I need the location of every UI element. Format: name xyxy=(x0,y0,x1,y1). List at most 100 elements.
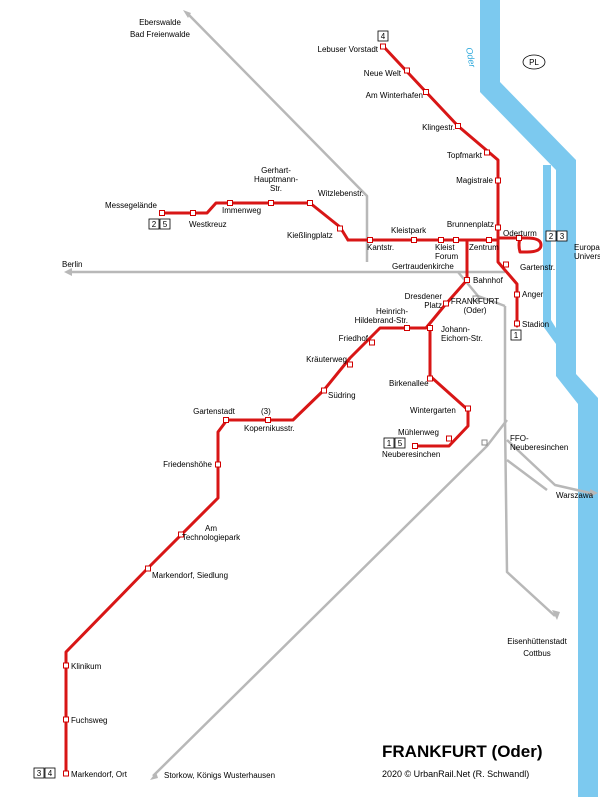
line-number-messe-2: 2 xyxy=(152,220,157,229)
line-number-stadion-1: 1 xyxy=(514,331,519,340)
station-label-markendorf-ort: Markendorf, Ort xyxy=(71,770,128,779)
rail-main-south xyxy=(503,306,556,617)
station-label-neuberesinchen: Neuberesinchen xyxy=(382,450,440,459)
arrow-southwest xyxy=(150,772,158,780)
station-label-markendorf-siedlung: Markendorf, Siedlung xyxy=(152,571,228,580)
station-label-friedhof: Friedhof xyxy=(339,334,369,343)
station-label-neue-welt: Neue Welt xyxy=(364,69,402,78)
station-label-m-hlenweg: Mühlenweg xyxy=(398,428,439,437)
station-kraeuterweg xyxy=(347,361,353,368)
tram-network xyxy=(64,44,543,777)
rail-station-frankfurt-label: FRANKFURT(Oder) xyxy=(451,297,499,315)
station-westkreuz xyxy=(190,210,196,216)
line-box-messe-2 xyxy=(148,218,160,230)
railway-network xyxy=(64,10,598,780)
station-magistrale xyxy=(495,177,501,184)
station-am-winterhafen xyxy=(423,89,429,95)
station-label-anger: Anger xyxy=(522,290,544,299)
tram-center-south xyxy=(64,238,469,777)
rail-dest-southwest: Storkow, Königs Wusterhausen xyxy=(164,771,275,780)
station-label-gertraudenkirche: Gertraudenkirche xyxy=(392,262,454,271)
station-label-immenweg: Immenweg xyxy=(222,206,261,215)
station-label-lebuser-vorstadt: Lebuser Vorstadt xyxy=(318,45,379,54)
station-klingestr xyxy=(455,123,461,129)
station-label-fuchsweg: Fuchsweg xyxy=(71,716,107,725)
station-label-gerhart-hauptmann-str: Gerhart-Hauptmann-Str. xyxy=(254,166,298,193)
line-number-europa-3: 3 xyxy=(560,232,565,241)
station-gartenstr xyxy=(503,261,509,268)
line-box-neuberesinchen-1 xyxy=(383,437,395,449)
station-label-europa-universit-t: Europa-Universität xyxy=(574,243,600,261)
station-messegelaende xyxy=(159,210,165,216)
station-johann-eichorn xyxy=(427,325,433,331)
station-label-klingestr: Klingestr. xyxy=(422,123,455,132)
station-oderturm xyxy=(516,235,522,241)
line-number-neuberesinchen-1: 1 xyxy=(387,439,392,448)
station-muehlenweg xyxy=(446,435,452,442)
line-note-3: (3) xyxy=(261,407,271,416)
station-kleist-junction xyxy=(453,237,459,243)
station-anger xyxy=(514,291,520,298)
rail-west xyxy=(72,270,506,308)
station-bahnhof xyxy=(464,277,470,283)
badge-pl: PL xyxy=(529,58,539,67)
station-label-bahnhof: Bahnhof xyxy=(473,276,504,285)
line-box-lebuser-4 xyxy=(377,30,389,42)
rail-station-neuberesinchen-label: FFO-Neuberesinchen xyxy=(510,434,568,452)
line-box-neuberesinchen-5 xyxy=(394,437,406,449)
tram-europa-loop xyxy=(496,236,543,254)
station-birkenallee xyxy=(427,375,433,382)
rail-dest-east: Warszawa xyxy=(556,491,594,500)
station-label-kantstr: Kantstr. xyxy=(367,243,394,252)
line-box-europa-2 xyxy=(545,230,557,242)
arrow-south xyxy=(552,610,560,620)
rail-station-ffo-neuberesinchen xyxy=(481,439,488,446)
station-label-johann-eichorn-str: Johann-Eichorn-Str. xyxy=(441,325,483,343)
station-neuberesinchen xyxy=(412,443,418,449)
station-label-witzlebenstr: Witzlebenstr. xyxy=(318,189,364,198)
line-box-europa-3 xyxy=(556,230,568,242)
station-lebuser-vorstadt xyxy=(380,43,386,50)
station-dresdener-platz xyxy=(443,300,449,307)
station-label-am-winterhafen: Am Winterhafen xyxy=(366,91,423,100)
station-label-westkreuz: Westkreuz xyxy=(189,220,227,229)
map-credit: 2020 © UrbanRail.Net (R. Schwandl) xyxy=(382,769,529,779)
station-gerhart-hauptmann xyxy=(268,200,274,206)
line-number-messe-5: 5 xyxy=(163,220,168,229)
station-kopernikusstr xyxy=(265,417,271,423)
station-gartenstadt xyxy=(223,417,229,423)
line-number-neuberesinchen-5: 5 xyxy=(398,439,403,448)
river-label: Oder xyxy=(464,47,477,69)
badge-oval xyxy=(522,54,546,70)
station-wintergarten xyxy=(465,405,471,412)
station-markendorf-ort xyxy=(63,770,69,777)
line-number-markendorf-4: 4 xyxy=(48,769,53,778)
line-box-markendorf-4 xyxy=(44,767,56,779)
rail-east xyxy=(506,439,591,495)
station-am-technologiepark xyxy=(178,531,184,538)
station-label-kie-lingplatz: Kießlingplatz xyxy=(287,231,333,240)
station-witzlebenstr xyxy=(307,200,313,206)
station-fuchsweg xyxy=(63,716,69,723)
station-markendorf-siedlung xyxy=(145,565,151,572)
tram-north-branch xyxy=(381,44,519,328)
rail-southwest xyxy=(152,419,508,777)
station-topfmarkt xyxy=(484,149,490,156)
station-label-brunnenplatz: Brunnenplatz xyxy=(447,220,494,229)
arrow-east xyxy=(590,489,598,497)
station-label-birkenallee: Birkenallee xyxy=(389,379,429,388)
station-label-messegel-nde: Messegelände xyxy=(105,201,158,210)
river-main xyxy=(480,0,598,797)
station-label-s-dring: Südring xyxy=(328,391,356,400)
station-label-topfmarkt: Topfmarkt xyxy=(447,151,483,160)
rail-dest-west: Berlin xyxy=(62,260,82,269)
station-label-kopernikusstr: Kopernikusstr. xyxy=(244,424,295,433)
